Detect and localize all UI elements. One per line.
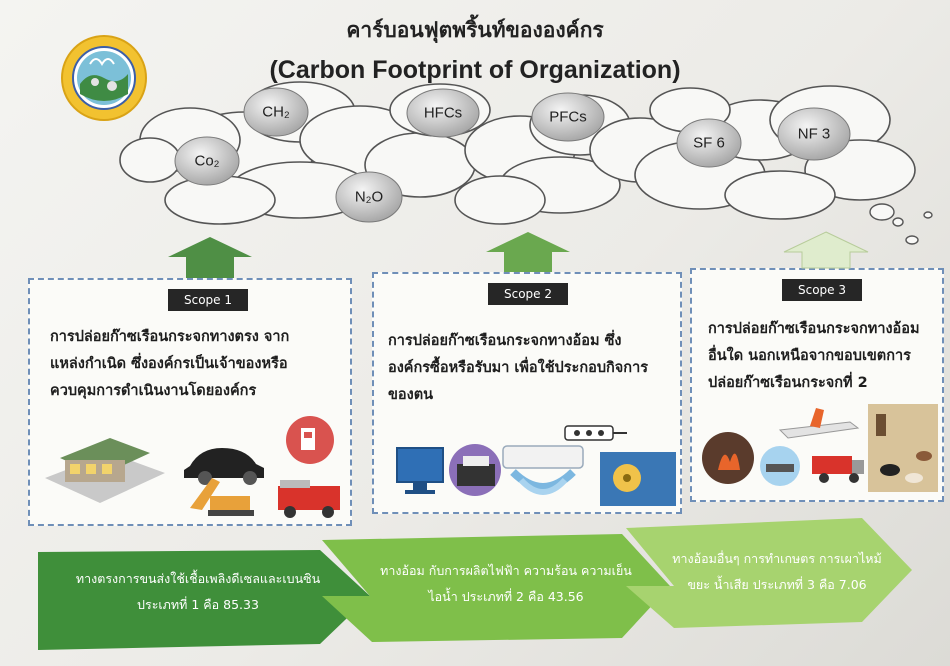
fire-icon [702, 432, 754, 484]
band-type-3-line1: ทางอ้อมอื่นๆ การทำเกษตร การเผาไหม้ [672, 551, 882, 566]
scope-3-tag: Scope 3 [782, 279, 862, 301]
air-conditioner-icon [502, 445, 584, 495]
gas-label-n2o: N₂O [354, 188, 384, 206]
band-type-2-text: ทางอ้อม กับการผลิตไฟฟ้า ความร้อน ความเย็… [372, 558, 640, 610]
band-type-2-shape [322, 534, 670, 642]
gas-label-hfcs: HFCs [423, 104, 463, 122]
truck-icon [812, 456, 864, 483]
page-title-thai: คาร์บอนฟุตพริ้นท์ขององค์กร [346, 18, 604, 42]
power-strip-icon [564, 425, 627, 441]
band-type-3-shape [626, 518, 912, 628]
gas-label-co2: Co₂ [194, 152, 220, 170]
scope-1-illustration [45, 416, 340, 518]
car-icon [184, 448, 264, 485]
scope-1-desc-line: การปล่อยก๊าซเรือนกระจกทางตรง จาก [50, 329, 290, 345]
greenhouse-cloud-illustration [119, 81, 933, 245]
organization-seal-logo [61, 35, 147, 121]
scope-1-description: การปล่อยก๊าซเรือนกระจกทางตรง จาก แหล่งกำ… [50, 324, 346, 405]
fire-truck-icon [278, 480, 340, 518]
band-type-3-text: ทางอ้อมอื่นๆ การทำเกษตร การเผาไหม้ ขยะ น… [672, 546, 882, 598]
band-type-2-line2: ไอน้ำ ประเภทที่ 2 คือ 43.56 [428, 589, 584, 604]
fan-icon [600, 452, 676, 506]
fuel-station-icon [286, 416, 334, 464]
scope-2-desc-line: องค์กรซื้อหรือรับมา เพื่อใช้ประกอบกิจการ [388, 360, 649, 376]
scope-1-desc-line: ควบคุมการดำเนินงานโดยองค์กร [50, 383, 257, 399]
band-type-1-line1: ทางตรงการขนส่งใช้เชื้อเพลิงดีเซลและเบนซิ… [75, 571, 321, 586]
gas-label-pfcs: PFCs [549, 108, 587, 126]
scope-1-desc-line: แหล่งกำเนิด ซึ่งองค์กรเป็นเจ้าของหรือ [50, 356, 288, 372]
gas-label-nf3: NF 3 [797, 125, 831, 143]
scope-2-desc-line: ของตน [388, 387, 434, 403]
band-type-1-text: ทางตรงการขนส่งใช้เชื้อเพลิงดีเซลและเบนซิ… [48, 566, 348, 618]
scope-3-illustration [702, 404, 938, 492]
scope-2-illustration [396, 425, 676, 506]
band-type-3-line2: ขยะ น้ำเสีย ประเภทที่ 3 คือ 7.06 [687, 577, 867, 592]
computer-icon [396, 447, 444, 494]
gas-label-ch: CH₂ [262, 103, 290, 121]
printer-icon [449, 444, 501, 496]
scope-2-tag: Scope 2 [488, 283, 568, 305]
scope-3-desc-line: การปล่อยก๊าซเรือนกระจกทางอ้อม [708, 321, 920, 337]
band-type-1-shape [38, 550, 370, 650]
airplane-icon [778, 408, 860, 439]
ship-icon [760, 446, 800, 486]
gas-label-sf6: SF 6 [693, 134, 725, 152]
livestock-farm-icon [868, 404, 938, 492]
scope-2-desc-line: การปล่อยก๊าซเรือนกระจกทางอ้อม ซึ่ง [388, 333, 622, 349]
page-title-english: (Carbon Footprint of Organization) [269, 56, 681, 84]
scope-1-tag: Scope 1 [168, 289, 248, 311]
scope-3-description: การปล่อยก๊าซเรือนกระจกทางอ้อม อื่นใด นอก… [708, 316, 940, 397]
band-type-2-line1: ทางอ้อม กับการผลิตไฟฟ้า ความร้อน ความเย็… [380, 563, 632, 578]
band-type-1-line2: ประเภทที่ 1 คือ 85.33 [137, 597, 259, 612]
scope-3-desc-line: ปล่อยก๊าซเรือนกระจกที่ 2 [708, 375, 868, 391]
scope-3-desc-line: อื่นใด นอกเหนือจากขอบเขตการ [708, 348, 911, 364]
building-icon [45, 438, 165, 503]
excavator-icon [190, 478, 254, 516]
scope-2-description: การปล่อยก๊าซเรือนกระจกทางอ้อม ซึ่ง องค์ก… [388, 328, 678, 409]
